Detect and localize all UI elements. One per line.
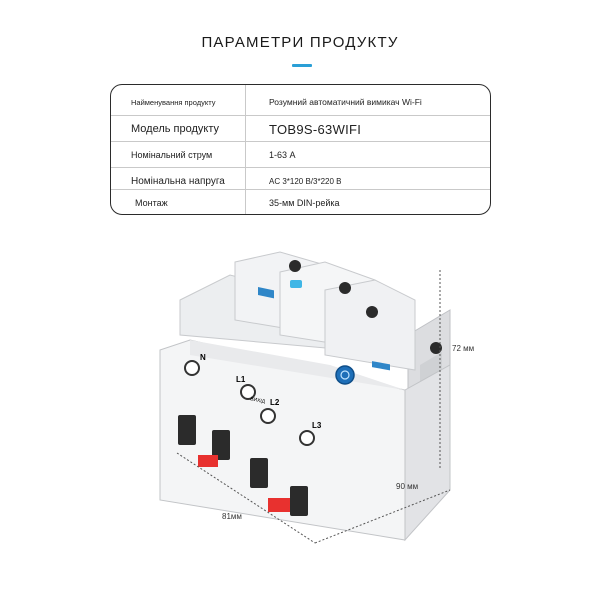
dimension-line-width [176, 452, 316, 544]
din-release-handle [268, 498, 290, 512]
product-illustration: N L1 L2 L3 ВИХІД [159, 251, 451, 544]
spec-table: Найменування продукту Розумний автоматич… [110, 84, 491, 215]
terminal-screw-n [184, 360, 200, 376]
terminal-slot [178, 415, 196, 445]
brand-label [372, 361, 390, 371]
dimension-width: 81мм [222, 512, 242, 521]
power-icon [340, 370, 350, 380]
led-indicator [290, 280, 302, 288]
terminal-slot [250, 458, 268, 488]
spec-label: Номінальний струм [131, 150, 213, 160]
terminal-label-l1: L1 [236, 375, 246, 384]
spec-label: Монтаж [135, 198, 168, 208]
module-3 [324, 279, 416, 371]
terminal-label-l2: L2 [270, 398, 280, 407]
spec-value: 1-63 А [269, 150, 296, 160]
terminal-screw-l1 [240, 384, 256, 400]
output-label: ВИХІД [250, 396, 267, 405]
spec-row-current: Номінальний струм 1-63 А [111, 141, 490, 168]
spec-label: Номінальна напруга [131, 175, 225, 187]
dimension-depth: 90 мм [396, 482, 419, 491]
terminal-slot [290, 486, 308, 516]
din-release-handle [198, 455, 218, 467]
page-title: ПАРАМЕТРИ ПРОДУКТУ [201, 34, 399, 51]
dimension-line-depth [314, 489, 451, 544]
spec-row-voltage: Номінальна напруга AC 3*120 В/3*220 В [111, 167, 490, 194]
terminal-label-n: N [200, 353, 206, 362]
spec-value: AC 3*120 В/3*220 В [269, 176, 342, 186]
column-divider [245, 85, 246, 214]
terminal-slot [212, 430, 230, 460]
spec-value: Розумний автоматичний вимикач Wi-Fi [269, 97, 422, 107]
top-screw [289, 260, 301, 272]
terminal-label-l3: L3 [312, 421, 322, 430]
top-screw [430, 342, 442, 354]
top-screw [366, 306, 378, 318]
spec-label: Найменування продукту [131, 97, 216, 107]
power-button[interactable] [335, 365, 355, 385]
spec-value: TOB9S-63WIFI [269, 121, 362, 137]
spec-value: 35-мм DIN-рейка [269, 198, 340, 208]
spec-row-mounting: Монтаж 35-мм DIN-рейка [111, 189, 490, 214]
dimension-height: 72 мм [452, 344, 475, 353]
top-screw [339, 282, 351, 294]
spec-row-name: Найменування продукту Розумний автоматич… [111, 89, 490, 115]
terminal-screw-l2 [260, 408, 276, 424]
brand-label [258, 286, 274, 299]
spec-row-model: Модель продукту TOB9S-63WIFI [111, 115, 490, 142]
spec-label: Модель продукту [131, 123, 220, 135]
title-accent-bar [292, 64, 312, 67]
terminal-screw-l3 [299, 430, 315, 446]
